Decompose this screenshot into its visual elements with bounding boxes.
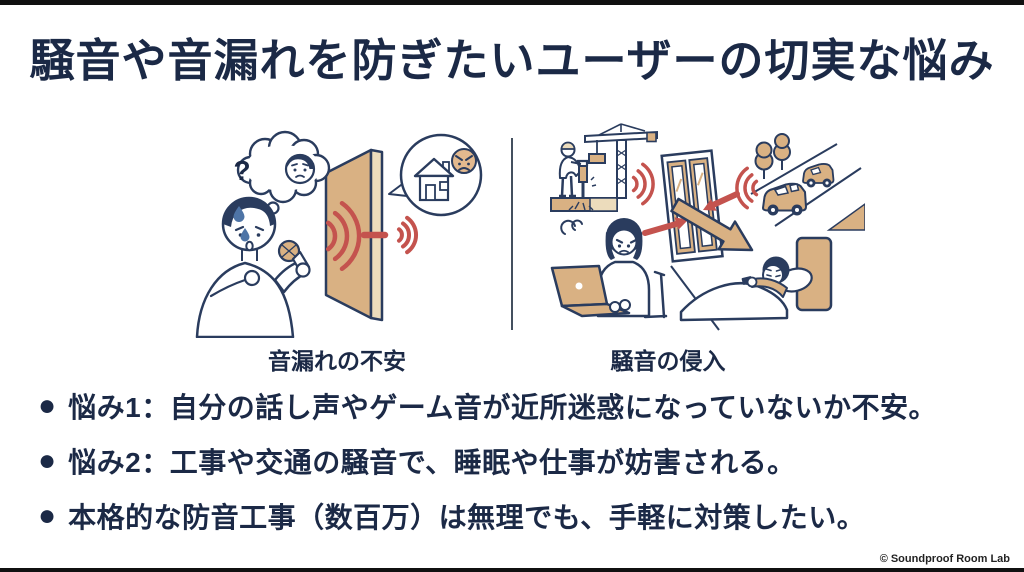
- car-icon: [762, 182, 807, 216]
- sweat-drop-icon: [233, 206, 245, 222]
- sound-leak-illustration: ?: [187, 120, 487, 376]
- top-border: [0, 0, 1024, 5]
- sound-waves-icon: [325, 200, 418, 272]
- concern-item-3: ● 本格的な防音工事（数百万）は無理でも、手軽に対策したい。: [38, 488, 1014, 543]
- tree-icon: [754, 133, 791, 179]
- angry-face-icon: [451, 148, 477, 174]
- bullet-icon: ●: [38, 388, 57, 422]
- construction-site: [550, 123, 658, 212]
- noise-arrow-icon: [642, 217, 688, 236]
- question-mark-icon: ?: [233, 155, 250, 186]
- concern-item-1: ● 悩み1：自分の話し声やゲーム音が近所迷惑になっていないか不安。: [38, 378, 1014, 433]
- intrusion-arrow-icon: [670, 197, 754, 252]
- illustration-row: ?: [0, 120, 1024, 376]
- worry-thought-bubble: ?: [233, 130, 331, 224]
- concern-item-2: ● 悩み2：工事や交通の騒音で、睡眠や仕事が妨害される。: [38, 433, 1014, 488]
- worried-face-icon: [284, 153, 316, 185]
- bullet-icon: ●: [38, 498, 57, 532]
- angry-neighbor-bubble: [388, 133, 483, 217]
- jackhammer-icon: [577, 159, 597, 199]
- noise-scene-svg: [550, 123, 865, 331]
- car-icon: [802, 163, 835, 188]
- vertical-divider: [511, 138, 513, 330]
- woman-at-laptop: [550, 218, 668, 319]
- construction-worker: [558, 141, 582, 198]
- house-icon: [413, 157, 455, 202]
- bullet-icon: ●: [38, 443, 57, 477]
- noise-intrusion-illustration: 騒音の侵入: [535, 120, 865, 376]
- traffic-noise-waves-icon: [735, 166, 759, 210]
- noise-intrusion-caption: 騒音の侵入: [610, 348, 726, 374]
- concern-text: 悩み1：自分の話し声やゲーム音が近所迷惑になっていないか不安。: [68, 391, 937, 423]
- noise-arrow-icon: [703, 191, 740, 211]
- concern-text: 悩み2：工事や交通の騒音で、睡眠や仕事が妨害される。: [68, 446, 796, 478]
- construction-noise-waves-icon: [631, 162, 655, 206]
- concern-list: ● 悩み1：自分の話し声やゲーム音が近所迷惑になっていないか不安。 ● 悩み2：…: [38, 378, 1014, 543]
- sweat-drop-icon: [240, 228, 250, 242]
- singer-figure: [195, 196, 311, 338]
- copyright: © Soundproof Room Lab: [879, 553, 1010, 565]
- sound-leak-caption: 音漏れの不安: [268, 348, 406, 374]
- annoyance-mark-icon: [560, 219, 583, 235]
- crane-icon: [584, 123, 658, 199]
- page-title: 騒音や音漏れを防ぎたいユーザーの切実な悩み: [29, 35, 995, 86]
- concern-text: 本格的な防音工事（数百万）は無理でも、手軽に対策したい。: [68, 501, 866, 533]
- singer-scene-svg: ?: [195, 130, 483, 338]
- road: [750, 143, 865, 231]
- bottom-border: [0, 568, 1024, 572]
- sleeping-person: [679, 236, 833, 322]
